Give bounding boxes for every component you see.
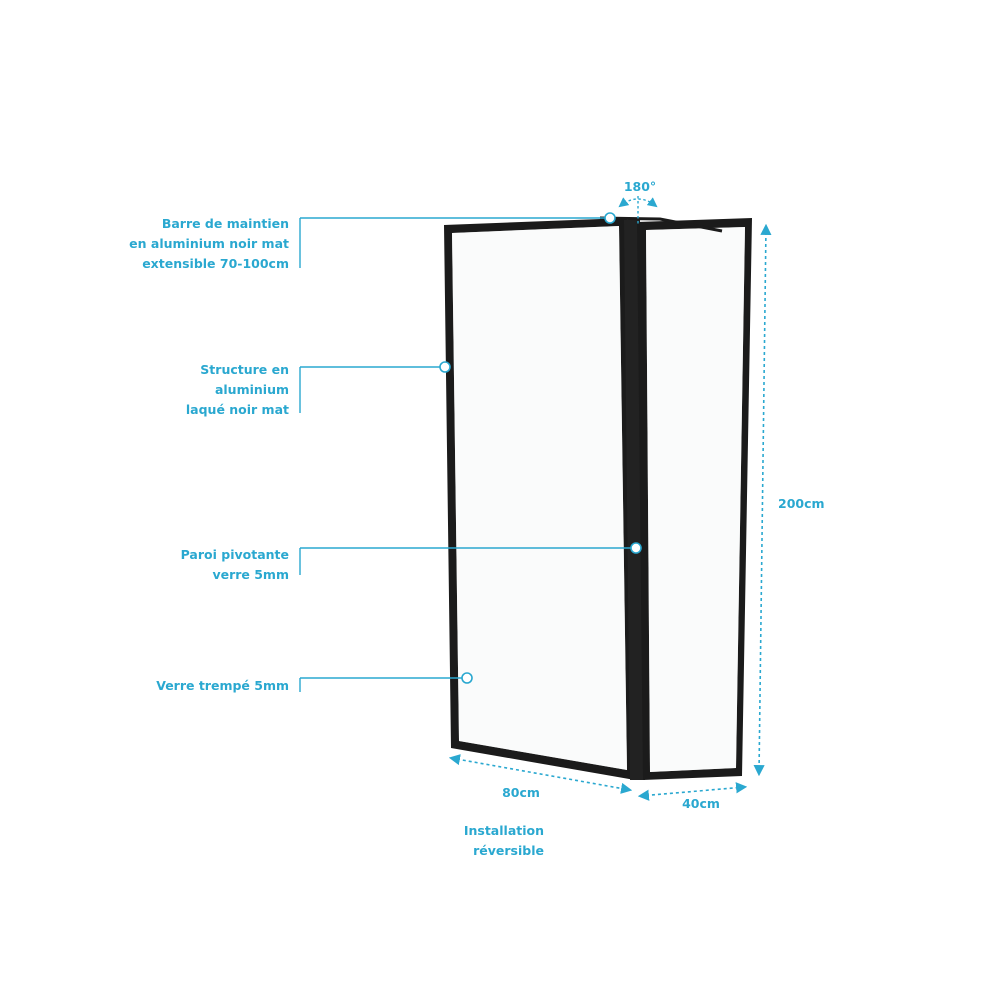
- callout-leaders: [299, 217, 636, 692]
- dot-verre: [461, 672, 473, 684]
- callout-paroi-line2: verre 5mm: [212, 567, 289, 582]
- rotation-label: 180°: [623, 179, 657, 194]
- callout-verre-label: Verre trempé 5mm: [156, 676, 289, 696]
- rotation-arc: [618, 197, 658, 208]
- dot-structure: [439, 361, 451, 373]
- callout-structure-label: Structure en aluminium laqué noir mat: [186, 360, 289, 420]
- pivot-panel: [637, 218, 752, 780]
- main-panel-glass: [452, 226, 627, 770]
- pivot-panel-frame: [637, 218, 752, 780]
- height-label: 200cm: [778, 496, 825, 511]
- callout-structure-line3: laqué noir mat: [185, 402, 289, 417]
- installation-note: Installation réversible: [440, 821, 544, 861]
- height-dimension-line: [753, 223, 772, 777]
- callout-barre-line2: en aluminium noir mat: [129, 236, 289, 251]
- callout-structure-line2: aluminium: [214, 382, 289, 397]
- width-main-dimension-line: [448, 754, 633, 794]
- leader-paroi: [299, 547, 636, 575]
- main-panel: [444, 218, 635, 780]
- rotation-indicator: [618, 196, 658, 226]
- installation-note-line1: Installation: [463, 823, 544, 838]
- width-main-label: 80cm: [502, 785, 540, 800]
- pivot-panel-glass: [646, 227, 745, 772]
- dot-paroi: [630, 542, 642, 554]
- leader-structure: [299, 366, 445, 413]
- support-bar: [599, 216, 723, 233]
- leader-verre: [299, 677, 467, 692]
- callout-barre-label: Barre de maintien en aluminium noir mat …: [129, 214, 289, 274]
- leader-barre: [299, 217, 610, 268]
- callout-paroi-label: Paroi pivotante verre 5mm: [181, 545, 289, 585]
- callout-verre-line1: Verre trempé 5mm: [156, 678, 289, 693]
- dot-barre: [604, 212, 616, 224]
- callout-paroi-line1: Paroi pivotante: [180, 547, 289, 562]
- width-pivot-label: 40cm: [682, 796, 720, 811]
- callout-structure-line1: Structure en: [200, 362, 289, 377]
- callout-barre-line3: extensible 70-100cm: [142, 256, 289, 271]
- callout-dots: [439, 212, 642, 684]
- callout-barre-line1: Barre de maintien: [161, 216, 289, 231]
- installation-note-line2: réversible: [473, 843, 544, 858]
